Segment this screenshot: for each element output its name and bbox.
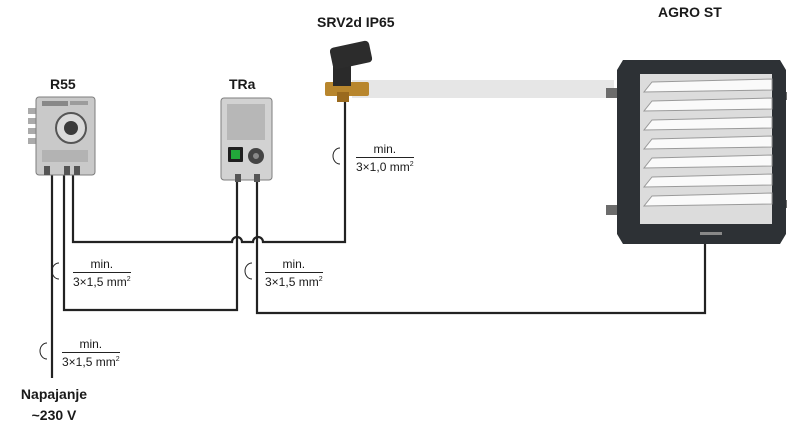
- agro-heater-image: [606, 60, 787, 244]
- cable-spec-size: 3×1,5 mm: [265, 275, 319, 289]
- wire-tra-heater: [255, 180, 707, 315]
- cable-spec-size: 3×1,5 mm: [62, 355, 116, 369]
- cable-spec-supply: min. 3×1,5 mm2: [62, 338, 120, 368]
- cable-spec-tra-heater: min. 3×1,5 mm2: [265, 258, 323, 288]
- cable-markers: [39, 147, 341, 360]
- cable-spec-min: min.: [73, 258, 131, 273]
- r55-controller-image: [28, 96, 96, 176]
- cable-spec-srv: min. 3×1,0 mm2: [356, 143, 414, 173]
- cable-spec-size: 3×1,5 mm: [73, 275, 127, 289]
- wire-r55-srv: [71, 100, 347, 244]
- tra-label: TRa: [229, 76, 256, 92]
- power-supply-voltage: ~230 V: [31, 407, 77, 423]
- cable-spec-r55-tra: min. 3×1,5 mm2: [73, 258, 131, 288]
- agro-label: AGRO ST: [658, 4, 722, 20]
- cable-spec-unit-exp: 2: [115, 356, 120, 363]
- cable-spec-min: min.: [356, 143, 414, 158]
- wire-r55-tra: [62, 175, 239, 312]
- cable-spec-unit-exp: 2: [318, 276, 323, 283]
- valve-pipe: [352, 80, 614, 98]
- cable-spec-unit-exp: 2: [409, 161, 414, 168]
- r55-label: R55: [50, 76, 76, 92]
- wires: [50, 100, 707, 378]
- cable-spec-unit-exp: 2: [126, 276, 131, 283]
- cable-spec-min: min.: [62, 338, 120, 353]
- tra-controller-image: [220, 97, 273, 182]
- srv-valve-image: [325, 40, 373, 102]
- cable-spec-min: min.: [265, 258, 323, 273]
- srv-label: SRV2d IP65: [317, 14, 395, 30]
- power-supply-title: Napajanje: [20, 386, 88, 402]
- power-supply-label: Napajanje ~230 V: [8, 384, 100, 426]
- cable-spec-size: 3×1,0 mm: [356, 160, 410, 174]
